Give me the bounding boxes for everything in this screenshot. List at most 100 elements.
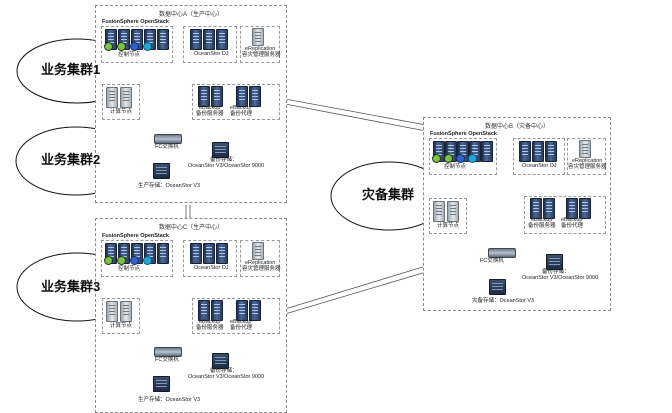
- datacenter-b-title: 数据中心B（灾备中心）: [484, 124, 549, 130]
- fc-switch-a: [154, 134, 182, 144]
- compute-node-group-c: [102, 298, 140, 334]
- status-dot-green-icon: [117, 256, 126, 265]
- backup-storage-models-a: OceanStor V3/OceanStor 9000: [188, 163, 265, 169]
- status-dot-green-icon: [432, 154, 441, 163]
- compute-node-group-b: [429, 198, 467, 234]
- control-node-group-b: [429, 138, 497, 175]
- ebackup2-label-b: eBackup: [561, 217, 583, 223]
- compute-server-c-2: [120, 301, 132, 322]
- ebackup-server-b-1: [530, 198, 542, 219]
- dj-server-c-1: [190, 243, 202, 264]
- ebackup1-sub-b: 备份服务器: [528, 223, 556, 229]
- status-dot-green-icon: [444, 154, 453, 163]
- prod-storage-c: [153, 376, 170, 392]
- oceanstor-dj-label-b: OceanStor DJ: [522, 163, 557, 169]
- ebackup2-label-a: eBackup: [230, 105, 252, 111]
- oceanstor-dj-group-b: [513, 138, 565, 175]
- status-dot-cyan-icon: [468, 154, 477, 163]
- control-server-a-5: [157, 29, 169, 50]
- prod-storage-label-a: 生产存储：OceanStor V3: [138, 183, 201, 189]
- cluster-label-1: 业务集群1: [41, 62, 101, 77]
- ebackup2-sub-b: 备份代理: [561, 223, 584, 229]
- dj-server-a-2: [203, 29, 215, 50]
- compute-server-b-2: [447, 201, 459, 222]
- ereplication-label-b: eReplication: [572, 158, 603, 164]
- oceanstor-dj-label-a: OceanStor DJ: [194, 51, 229, 57]
- ereplication-group-a: [240, 26, 280, 63]
- status-dot-blue-icon: [456, 154, 465, 163]
- oceanstor-dj-group-c: [183, 240, 237, 277]
- compute-server-a-1: [106, 87, 118, 108]
- link-a-to-b-1: [284, 98, 427, 126]
- backup-storage-a: [212, 142, 229, 158]
- ebackup-server-c-2: [211, 300, 223, 321]
- ereplication-server-c: [252, 242, 264, 260]
- ereplication-label-a: eReplication: [245, 46, 276, 52]
- status-dot-blue-icon: [130, 256, 139, 265]
- ebackup-proxy-c-1: [236, 300, 248, 321]
- ereplication-sub-c: 容灾管理服务器: [242, 266, 281, 272]
- ebackup-proxy-b-2: [579, 198, 591, 219]
- ebackup-proxy-c-2: [249, 300, 261, 321]
- dr-storage-label-b: 灾备存储：OceanStor V3: [472, 298, 535, 304]
- ereplication-sub-b: 容灾管理服务器: [568, 164, 607, 170]
- backup-storage-label-b: 备份存储：: [542, 269, 570, 275]
- ebackup-group-b: [524, 196, 606, 234]
- ebackup-server-c-1: [198, 300, 210, 321]
- ereplication-label-c: eReplication: [245, 260, 276, 266]
- ebackup-server-a-2: [211, 86, 223, 107]
- ereplication-group-c: [240, 240, 280, 277]
- fusionsphere-label-a: FusionSphere OpenStack: [102, 19, 169, 25]
- backup-storage-models-b: OceanStor V3/OceanStor 9000: [522, 275, 599, 281]
- control-server-c-5: [157, 243, 169, 264]
- dr-storage-b: [489, 279, 506, 295]
- ebackup-proxy-a-1: [236, 86, 248, 107]
- control-node-group-a: [101, 26, 173, 63]
- fc-switch-label-c: FC交换机: [155, 357, 179, 363]
- ebackup1-sub-c: 备份服务器: [196, 325, 224, 331]
- backup-storage-b: [546, 254, 563, 270]
- ebackup-group-a: [192, 84, 280, 120]
- datacenter-a-title: 数据中心A（生产中心）: [158, 12, 223, 18]
- ereplication-sub-a: 容灾管理服务器: [242, 52, 281, 58]
- dj-server-a-1: [190, 29, 202, 50]
- dj-server-c-3: [216, 243, 228, 264]
- fc-switch-b: [488, 248, 516, 258]
- status-dot-cyan-icon: [143, 42, 152, 51]
- compute-node-label-a: 计算节点: [110, 109, 133, 115]
- compute-server-c-1: [106, 301, 118, 322]
- fusionsphere-label-c: FusionSphere OpenStack: [102, 233, 169, 239]
- backup-storage-c: [212, 353, 229, 369]
- dj-server-b-3: [545, 141, 557, 162]
- ebackup-server-a-1: [198, 86, 210, 107]
- prod-storage-label-c: 生产存储：OceanStor V3: [138, 397, 201, 403]
- fusionsphere-label-b: FusionSphere OpenStack: [430, 131, 497, 137]
- ebackup2-sub-a: 备份代理: [230, 111, 253, 117]
- control-server-b-5: [481, 141, 493, 162]
- control-node-label-b: 控制节点: [444, 164, 467, 170]
- control-node-label-a: 控制节点: [118, 52, 141, 58]
- compute-server-b-1: [433, 201, 445, 222]
- ebackup1-label-c: eBackup: [199, 319, 221, 325]
- prod-storage-a: [153, 163, 170, 179]
- cluster-label-dr: 灾备集群: [362, 187, 415, 202]
- ebackup2-sub-c: 备份代理: [230, 325, 253, 331]
- cluster-label-3: 业务集群3: [41, 279, 101, 294]
- ebackup-proxy-b-1: [566, 198, 578, 219]
- dj-server-a-3: [216, 29, 228, 50]
- oceanstor-dj-group-a: [183, 26, 237, 63]
- backup-storage-models-c: OceanStor V3/OceanStor 9000: [188, 374, 265, 380]
- ereplication-group-b: [567, 138, 606, 175]
- ebackup2-label-c: eBackup: [230, 319, 252, 325]
- compute-node-label-b: 计算节点: [437, 223, 460, 229]
- status-dot-cyan-icon: [143, 256, 152, 265]
- ebackup1-sub-a: 备份服务器: [196, 111, 224, 117]
- fc-switch-label-b: FC交换机: [480, 258, 504, 264]
- link-c-to-b-1: [284, 265, 427, 310]
- ebackup-proxy-a-2: [249, 86, 261, 107]
- control-node-group-c: [101, 240, 173, 277]
- fc-switch-label-a: FC交换机: [155, 144, 179, 150]
- ebackup-server-b-2: [543, 198, 555, 219]
- compute-node-group-a: [102, 84, 140, 120]
